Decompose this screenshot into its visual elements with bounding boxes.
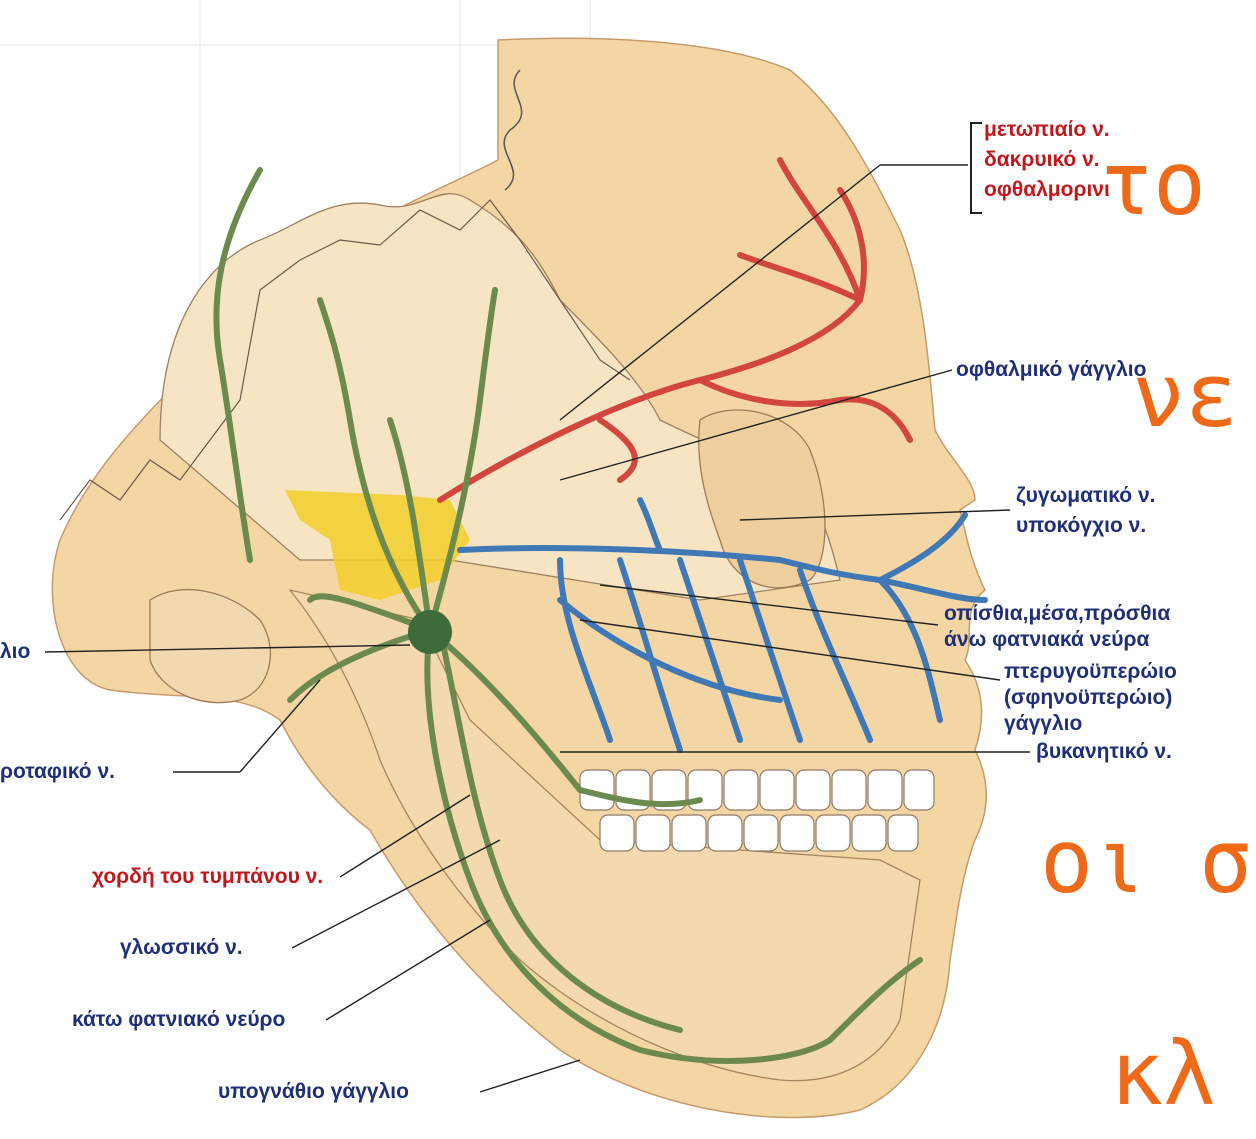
- label-frontal-nerve: μετωπιαίο ν.: [984, 118, 1110, 142]
- label-zygomatic-nerve: ζυγωματικό ν.: [1016, 484, 1155, 508]
- lower-teeth: [600, 815, 918, 851]
- label-inferior-alveolar-nerve: κάτω φατνιακό νεύρο: [72, 1008, 285, 1032]
- label-auriculotemporal-nerve: ροταφικό ν.: [0, 760, 115, 784]
- label-superior-alveolar-line2: άνω φατνιακά νεύρα: [944, 628, 1149, 652]
- label-lingual-nerve: γλωσσικό ν.: [120, 936, 243, 960]
- label-pterygopalatine-line1: πτερυγοϋπερώιο: [1004, 660, 1177, 684]
- label-infraorbital-nerve: υποκόγχιο ν.: [1016, 514, 1146, 538]
- label-superior-alveolar-line1: οπίσθια,μέσα,πρόσθια: [944, 602, 1170, 626]
- overlay-text-line1: το: [1100, 140, 1206, 228]
- overlay-text-line4: κλ: [1110, 1030, 1216, 1118]
- label-lacrimal-nerve: δακρυικό ν.: [984, 148, 1100, 172]
- label-nasociliary-nerve: οφθαλμορινι: [984, 178, 1110, 202]
- label-submandibular-ganglion: υπογνάθιο γάγγλιο: [218, 1080, 409, 1104]
- label-pterygopalatine-line2: (σφηνοϋπερώιο): [1004, 686, 1172, 710]
- overlay-text-line2: νε: [1132, 352, 1238, 440]
- label-bracket: [970, 122, 982, 214]
- otic-ganglion-node: [408, 610, 452, 654]
- label-buccal-nerve: βυκανητικό ν.: [1036, 740, 1172, 764]
- label-chorda-tympani: χορδή του τυμπάνου ν.: [92, 865, 323, 889]
- label-ciliary-ganglion: οφθαλμικό γάγγλιο: [956, 358, 1146, 382]
- label-otic-ganglion: λιο: [0, 640, 30, 664]
- label-pterygopalatine-line3: γάγγλιο: [1004, 712, 1082, 736]
- overlay-text-line3: οι σ: [1040, 818, 1252, 906]
